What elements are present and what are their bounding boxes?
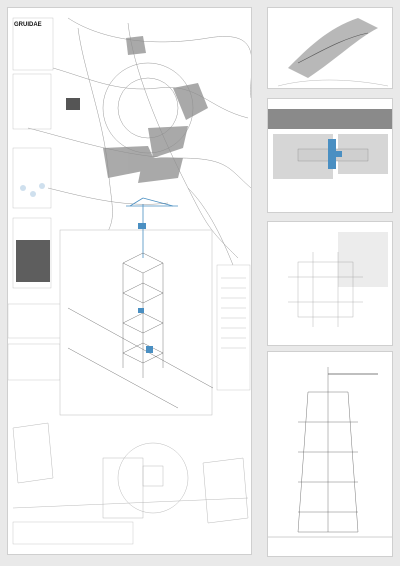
plan-detail-drawing: [268, 109, 392, 179]
section-drawing: [268, 367, 392, 538]
section-sheet: [267, 351, 393, 557]
plan-detail-sheet: [267, 98, 393, 213]
main-poster-sheet: GRUIDAE: [7, 7, 252, 555]
diagram-circles: [20, 183, 45, 197]
aerial-drawing: [277, 18, 389, 87]
map-patches: [103, 36, 208, 183]
site-plan: [12, 422, 249, 524]
axonometric-tower: [67, 252, 214, 409]
crane-drawing: [126, 197, 178, 258]
legend-lines: [221, 277, 246, 349]
poster-artwork: [8, 17, 251, 545]
poster-title: GRUIDAE: [14, 22, 42, 28]
grid-plan-sheet: [267, 221, 393, 346]
grid-plan-drawing: [288, 232, 388, 327]
aerial-sheet: [267, 7, 393, 89]
tower-accent-blocks: [138, 223, 153, 353]
